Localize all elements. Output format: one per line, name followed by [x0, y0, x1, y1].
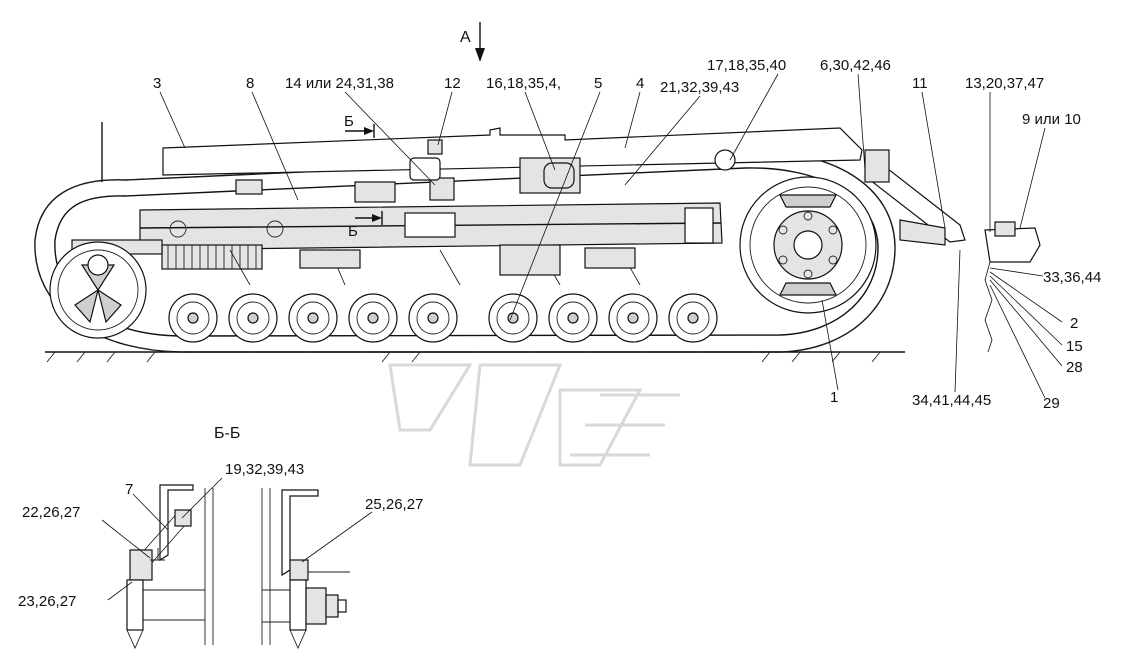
road-wheel — [288, 293, 338, 343]
section-callout-23: 23,26,27 — [18, 593, 76, 610]
tension-spring — [71, 239, 263, 270]
section-mark-bottom: Б — [348, 223, 358, 240]
callout-33: 33,36,44 — [1043, 269, 1101, 286]
suspension-brackets — [229, 244, 641, 286]
callout-12: 12 — [444, 75, 461, 92]
section-view-right — [261, 488, 350, 650]
callout-1: 1 — [830, 389, 838, 406]
ground-line — [45, 351, 905, 363]
road-wheel — [488, 293, 538, 343]
callout-8: 8 — [246, 75, 254, 92]
callout-16: 16,18,35,4, — [486, 75, 561, 92]
watermark-logo — [388, 363, 680, 467]
section-view-left — [126, 484, 214, 650]
callout-15: 15 — [1066, 338, 1083, 355]
callout-34: 34,41,44,45 — [912, 392, 991, 409]
view-arrow-a — [475, 22, 485, 62]
drive-sprocket — [739, 176, 877, 314]
road-wheel — [668, 293, 718, 343]
callout-28: 28 — [1066, 359, 1083, 376]
rear-hitch — [864, 149, 1041, 353]
section-labels: Б-Б 19,32,39,43 7 22,26,27 25,26,27 23,2… — [18, 425, 423, 610]
leader-lines — [159, 73, 1063, 399]
callout-29: 29 — [1043, 395, 1060, 412]
road-wheel — [608, 293, 658, 343]
road-wheels — [168, 293, 718, 343]
road-wheel — [228, 293, 278, 343]
callout-17: 17,18,35,40 — [707, 57, 786, 74]
view-label-a: А — [460, 29, 471, 46]
road-wheel — [408, 293, 458, 343]
section-callout-7: 7 — [125, 481, 133, 498]
callout-9: 9 или 10 — [1022, 111, 1081, 128]
section-leader-lines — [101, 477, 373, 601]
callout-13: 13,20,37,47 — [965, 75, 1044, 92]
callout-2: 2 — [1070, 315, 1078, 332]
section-callout-25: 25,26,27 — [365, 496, 423, 513]
road-wheel — [548, 293, 598, 343]
front-idler-wheel — [49, 241, 147, 339]
road-wheel — [348, 293, 398, 343]
callout-4: 4 — [636, 75, 644, 92]
callout-11: 11 — [912, 75, 928, 92]
callout-labels: А Б Б 3 8 14 или 24,31,38 12 16,18,35,4,… — [153, 29, 1101, 412]
section-title: Б-Б — [214, 425, 240, 442]
top-mounted-parts — [101, 122, 736, 203]
callout-21: 21,32,39,43 — [660, 79, 739, 96]
section-callout-19: 19,32,39,43 — [225, 461, 304, 478]
road-wheel — [168, 293, 218, 343]
callout-3: 3 — [153, 75, 161, 92]
section-mark-top: Б — [344, 113, 354, 130]
track-frame-body — [139, 127, 863, 251]
callout-6: 6,30,42,46 — [820, 57, 891, 74]
section-callout-22: 22,26,27 — [22, 504, 80, 521]
section-marker-bottom — [355, 211, 383, 225]
callout-5: 5 — [594, 75, 602, 92]
callout-14: 14 или 24,31,38 — [285, 75, 394, 92]
section-marker-top — [345, 124, 375, 138]
